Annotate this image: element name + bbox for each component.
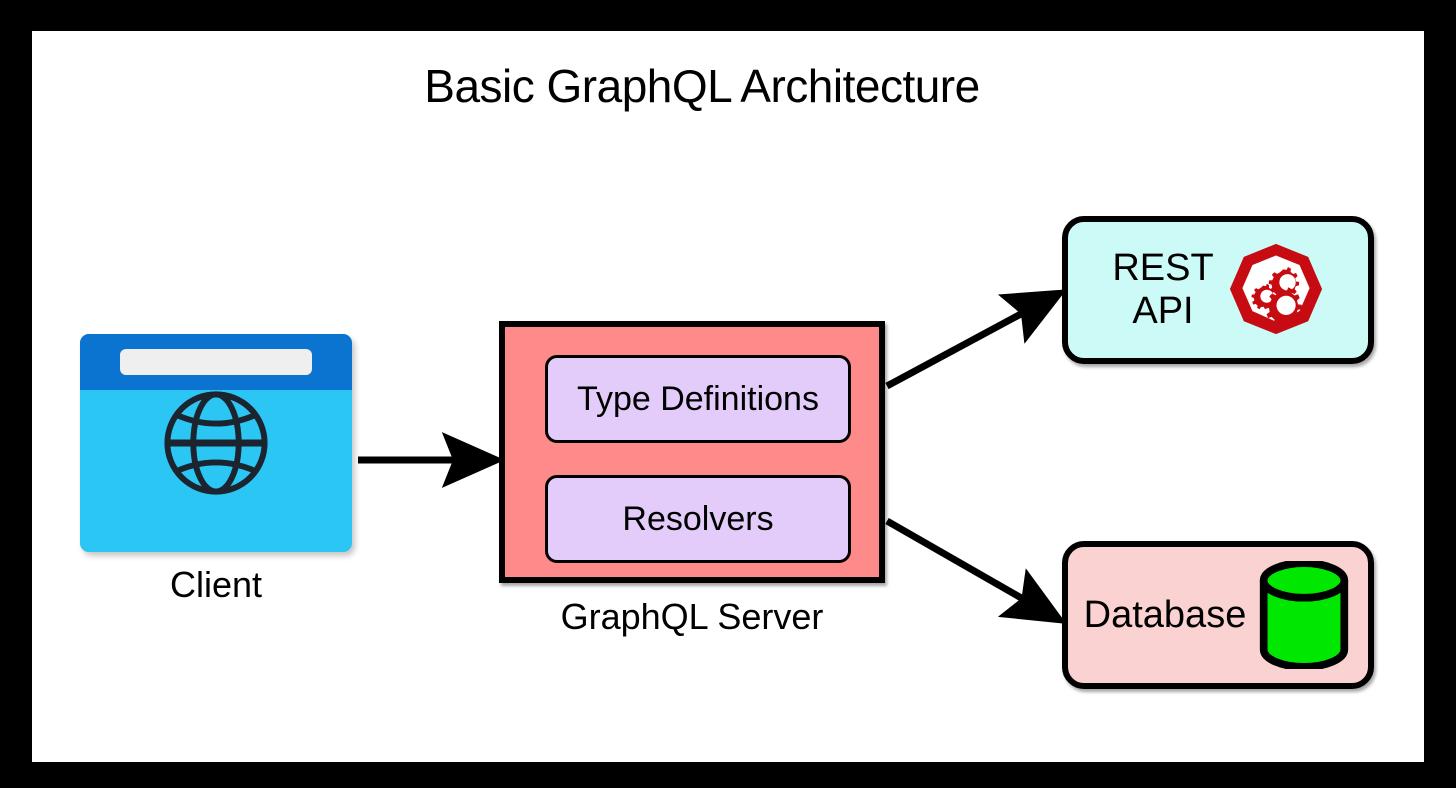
page-title: Basic GraphQL Architecture xyxy=(424,60,980,112)
gears-icon xyxy=(1229,243,1322,335)
browser-titlebar xyxy=(80,334,352,390)
node-rest-api-label: REST API xyxy=(1112,246,1214,332)
browser-viewport xyxy=(80,390,352,552)
node-graphql-server-label: GraphQL Server xyxy=(560,596,824,637)
node-client-label: Client xyxy=(169,564,263,605)
node-database[interactable]: Database xyxy=(1062,541,1374,689)
node-graphql-server[interactable]: Type Definitions Resolvers GraphQL Serve… xyxy=(499,321,885,638)
diagram-canvas: Basic GraphQL Architecture xyxy=(32,31,1424,762)
graphql-server-box: Type Definitions Resolvers xyxy=(499,321,885,583)
edge-server-to-database xyxy=(885,517,1067,624)
database-cylinder-icon xyxy=(1260,561,1349,669)
edge-server-to-rest-api xyxy=(885,289,1067,390)
browser-url-bar xyxy=(120,349,312,375)
node-client[interactable]: Client xyxy=(80,334,352,606)
node-rest-api[interactable]: REST API xyxy=(1062,216,1374,364)
globe-icon xyxy=(164,391,268,495)
server-component-resolvers[interactable]: Resolvers xyxy=(545,475,851,563)
node-database-label: Database xyxy=(1083,593,1247,636)
browser-window-icon xyxy=(80,334,352,552)
server-component-type-definitions[interactable]: Type Definitions xyxy=(545,355,851,443)
